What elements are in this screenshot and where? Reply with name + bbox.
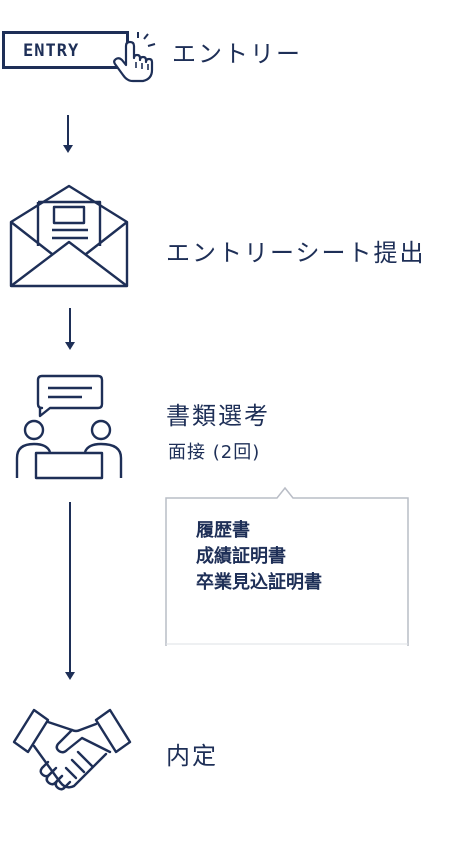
handshake-icon xyxy=(12,708,132,791)
envelope-letter-icon xyxy=(9,184,129,288)
people-speech-bubble-icon xyxy=(15,374,123,480)
document-item: 卒業見込証明書 xyxy=(196,572,322,593)
documents-list: 履歴書 成績証明書 卒業見込証明書 xyxy=(196,518,322,596)
document-item: 成績証明書 xyxy=(196,546,286,567)
documents-callout-frame xyxy=(165,486,409,646)
arrow-down-icon xyxy=(65,308,75,350)
step-offer-label: 内定 xyxy=(166,742,218,770)
arrow-down-icon xyxy=(63,115,73,153)
step-entry-sheet-label: エントリーシート提出 xyxy=(166,239,426,267)
document-item: 履歴書 xyxy=(196,520,250,541)
step-screening-label: 書類選考 xyxy=(166,402,270,430)
entry-button-text: ENTRY xyxy=(23,41,80,61)
step-entry-label: エントリー xyxy=(172,40,302,68)
step-interview-label: 面接 (2回) xyxy=(168,442,261,463)
hand-pointer-icon xyxy=(113,32,156,83)
entry-button[interactable]: ENTRY xyxy=(2,31,129,69)
arrow-down-icon xyxy=(65,502,75,680)
